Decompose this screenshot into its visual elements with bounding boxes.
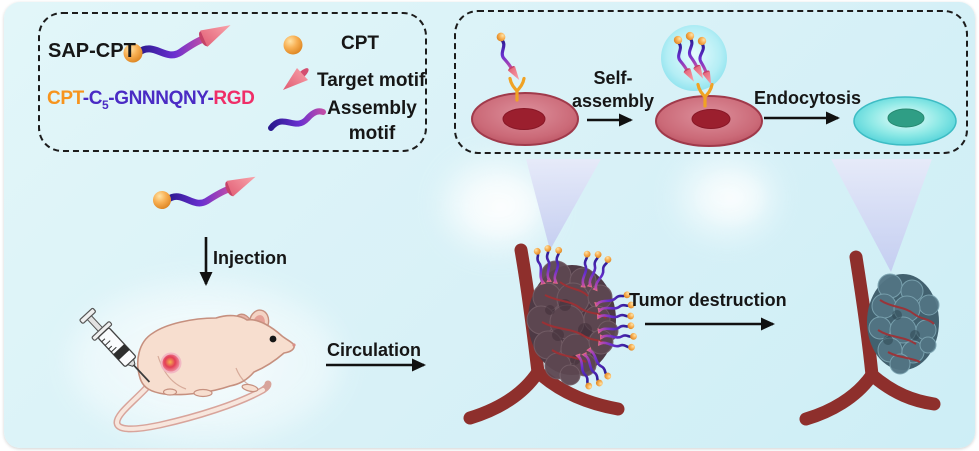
healthy-cell-nucleus [887, 108, 925, 128]
peptide-sequence: CPT-C5-GNNNQNY-RGD [47, 88, 255, 112]
cpt-sphere-icon [283, 35, 303, 55]
mouse [113, 309, 296, 433]
sequence-linker: -C [82, 88, 103, 109]
projection-beam-right [831, 159, 932, 272]
mouse-tail [113, 380, 272, 433]
endocytosis-label: Endocytosis [754, 88, 862, 108]
syringe [79, 307, 151, 383]
sequence-cpt: CPT [47, 88, 83, 109]
mouse-tumor-spot [160, 352, 182, 374]
sequence-assembly: -GNNNQNY- [108, 88, 214, 109]
sequence-rgd: RGD [213, 88, 255, 109]
legend-box [38, 12, 427, 152]
tumor-cell-2-nucleus [691, 109, 731, 129]
destroyed-tumor [867, 273, 940, 375]
glow-cloud-left [445, 161, 549, 249]
tumor-cell-1-nucleus [502, 108, 546, 130]
legend-cpt-label: CPT [341, 33, 379, 54]
legend-assembly-motif-label: Assembly motif [327, 98, 417, 144]
mouse-eye [269, 335, 277, 343]
target-motif-cone-icon [283, 68, 309, 90]
mouse-feet [162, 383, 259, 398]
sequence-subscript: 5 [102, 97, 109, 112]
mouse-nose [292, 343, 296, 347]
blood-vessel-right [799, 250, 941, 426]
cell-process-graphics [471, 25, 957, 147]
tumor-inner-vessels [541, 281, 607, 363]
legend-graphics [123, 20, 326, 131]
sap-cpt-label: SAP-CPT [48, 40, 136, 62]
self-assembly-label: Self- assembly [571, 68, 655, 111]
injection-label: Injection [213, 248, 288, 268]
flow-arrows [199, 111, 840, 372]
projection-beam-left [526, 159, 601, 250]
mouse-body [137, 314, 295, 396]
sap-cpt-molecule-free [152, 168, 255, 217]
cell-process-box [454, 10, 968, 154]
syringe-needle [133, 364, 151, 383]
legend-target-motif-label: Target motif [317, 70, 426, 91]
circulation-label: Circulation [327, 340, 422, 360]
glow-cloud-right [679, 157, 775, 237]
primary-tumor [526, 260, 619, 386]
tumor-destruction-label: Tumor destruction [629, 290, 787, 310]
assembly-motif-wave-icon [268, 108, 326, 131]
